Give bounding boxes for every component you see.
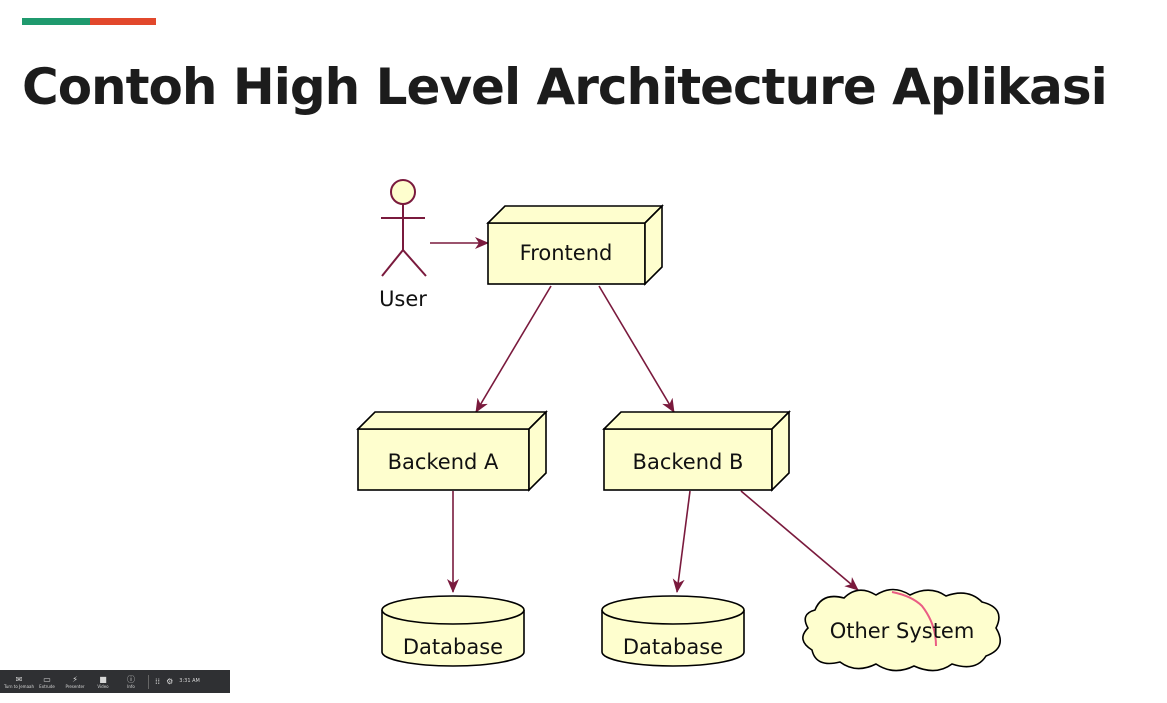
accent-bar-red	[90, 18, 156, 25]
video-icon: ■	[99, 674, 107, 684]
frontend-node	[486, 204, 664, 286]
toolbar-chat-button[interactable]: ✉ Turn to Jemaah	[4, 674, 35, 689]
backend-b-node	[602, 410, 791, 492]
backend-a-label: Backend A	[388, 450, 499, 474]
frontend-label: Frontend	[520, 241, 613, 265]
presenter-toolbar: ✉ Turn to Jemaah ▭ Extrude ⚡ Presenter ■…	[0, 670, 230, 693]
other-system-label: Other System	[830, 619, 975, 643]
user-label: User	[379, 287, 427, 311]
stick-figure-icon	[390, 179, 416, 205]
arrow-backend-b-database	[672, 490, 691, 593]
database-a-shape	[381, 595, 525, 667]
info-icon: ⓘ	[127, 674, 135, 684]
toolbar-time: 3:31 AM	[179, 678, 200, 684]
database-a-label: Database	[403, 635, 503, 659]
toolbar-video-button[interactable]: ■ Video	[97, 674, 109, 689]
screen-icon: ▭	[43, 674, 51, 684]
toolbar-screen-button[interactable]: ▭ Extrude	[39, 674, 55, 689]
slide-title: Contoh High Level Architecture Aplikasi	[22, 58, 1108, 116]
database-b-shape	[601, 595, 745, 667]
chat-icon: ✉	[15, 674, 23, 684]
backend-a-node	[356, 410, 548, 492]
arrow-frontend-backend-a	[475, 285, 552, 413]
pen-annotation-mark	[891, 591, 937, 647]
toolbar-divider	[148, 674, 149, 689]
arrow-frontend-backend-b	[598, 285, 675, 413]
backend-b-label: Backend B	[633, 450, 744, 474]
toolbar-info-button[interactable]: ⓘ Info	[127, 674, 135, 689]
toolbar-presenter-button[interactable]: ⚡ Presenter	[65, 674, 85, 689]
accent-bar-green	[22, 18, 90, 25]
grid-icon[interactable]: ⁞⁞	[155, 677, 161, 686]
other-system-cloud	[802, 588, 1002, 672]
database-b-label: Database	[623, 635, 723, 659]
connectors	[430, 237, 859, 593]
lightning-icon: ⚡	[72, 674, 78, 684]
arrow-backend-b-other-system	[740, 490, 859, 591]
user-actor	[381, 179, 427, 277]
gear-icon[interactable]: ⚙	[166, 677, 174, 686]
